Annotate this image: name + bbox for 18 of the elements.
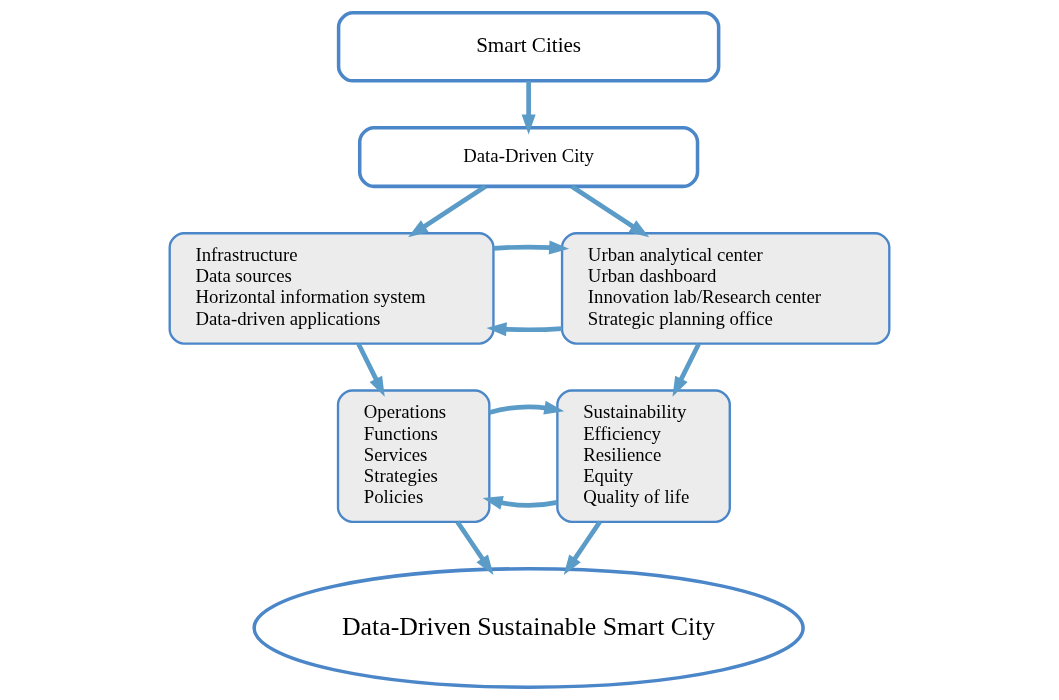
arrow: [563, 520, 602, 575]
arrow: [488, 400, 565, 415]
node-ellipse: Data-Driven Sustainable Smart City: [252, 567, 805, 689]
arrow: [482, 496, 558, 510]
arrow: [486, 322, 563, 337]
arrow: [672, 342, 701, 397]
arrow: [570, 184, 650, 238]
node-box: Urban analytical center Urban dashboard Innovation lab/Research center Strategic planning office: [560, 232, 891, 345]
node-box: Operations Functions Services Strategies Policies: [336, 389, 491, 523]
node-box: Data-Driven City: [357, 125, 700, 189]
arrow: [408, 184, 487, 238]
arrow: [521, 80, 536, 135]
node-box: Sustainability Efficiency Resilience Equity Quality of life: [556, 389, 731, 523]
node-box: Infrastructure Data sources Horizontal information system Data-driven applications: [168, 232, 495, 345]
node-box: Smart Cities: [336, 11, 721, 83]
arrow: [356, 342, 385, 397]
arrow: [455, 520, 494, 575]
arrow: [493, 240, 570, 255]
